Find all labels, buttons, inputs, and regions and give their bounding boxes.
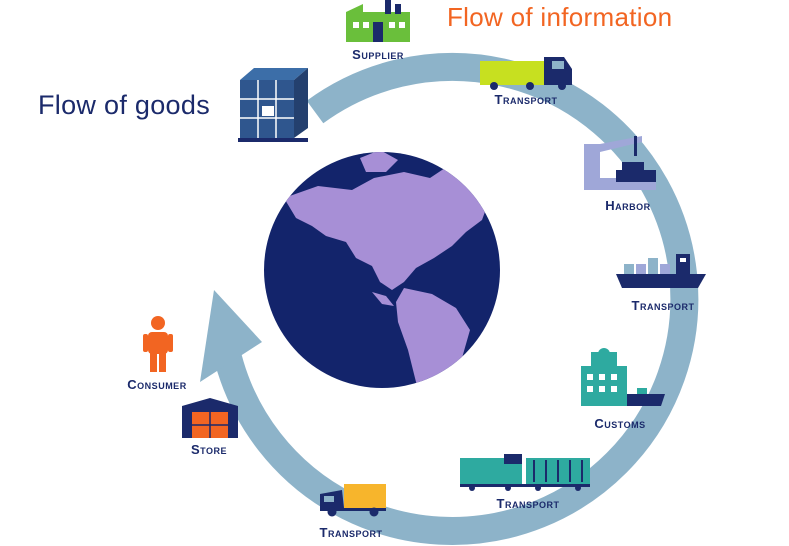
factory-icon: [346, 0, 410, 42]
node-label-transport-train: Transport: [496, 496, 560, 511]
arrowhead: [200, 290, 262, 382]
flow-of-goods-title: Flow of goods: [38, 90, 210, 120]
harbor-crane-icon: [584, 136, 656, 190]
truck-icon: [480, 57, 572, 90]
node-label-transport-truck: Transport: [494, 92, 558, 107]
person-icon: [143, 316, 173, 372]
store-icon: [182, 398, 238, 438]
node-label-customs: Customs: [594, 416, 646, 431]
pallet-boxes-icon: [238, 68, 308, 142]
node-label-supplier: Supplier: [352, 47, 404, 62]
node-label-store: Store: [190, 442, 227, 457]
node-label-consumer: Consumer: [127, 377, 187, 392]
flow-of-information-title: Flow of information: [447, 2, 673, 32]
freight-train-icon: [460, 454, 590, 491]
cargo-ship-icon: [616, 254, 706, 288]
customs-building-icon: [581, 348, 665, 406]
node-label-transport-van: Transport: [319, 525, 383, 540]
node-label-harbor: Harbor: [605, 198, 651, 213]
node-label-transport-ship: Transport: [631, 298, 695, 313]
delivery-van-icon: [320, 484, 386, 517]
